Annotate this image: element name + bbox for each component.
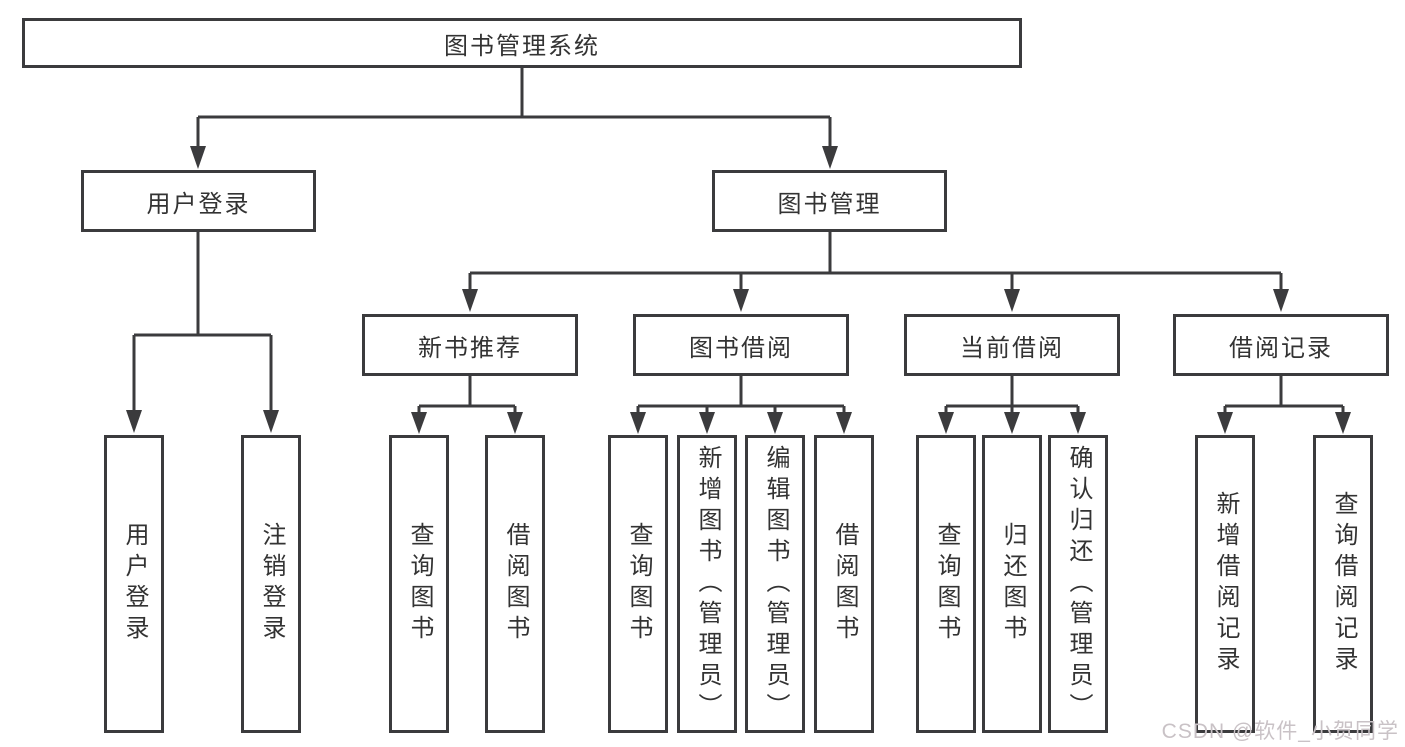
node-label: 查询图书 [933,522,960,646]
node-label: 新增借阅记录 [1212,491,1239,677]
leaf-query-borrow-record: 查询借阅记录 [1313,435,1373,733]
leaf-query-books-2: 查询图书 [608,435,668,733]
leaf-edit-book-admin: 编辑图书（管理员） [745,435,805,733]
leaf-borrow-books-1: 借阅图书 [485,435,545,733]
leaf-user-login: 用户登录 [104,435,164,733]
leaf-query-books-3: 查询图书 [916,435,976,733]
node-borrow-records: 借阅记录 [1173,314,1389,376]
node-label: 编辑图书（管理员） [762,444,789,724]
leaf-add-book-admin: 新增图书（管理员） [677,435,737,733]
node-label: 借阅图书 [831,522,858,646]
node-label: 新增图书（管理员） [694,444,721,724]
node-label: 归还图书 [999,522,1026,646]
leaf-confirm-return-admin: 确认归还（管理员） [1048,435,1108,733]
node-new-book-recommend: 新书推荐 [362,314,578,376]
node-book-borrow: 图书借阅 [633,314,849,376]
node-book-management-branch: 图书管理 [712,170,947,232]
node-label: 查询图书 [625,522,652,646]
leaf-logout: 注销登录 [241,435,301,733]
node-label: 查询图书 [406,522,433,646]
node-label: 注销登录 [258,522,285,646]
node-current-borrow: 当前借阅 [904,314,1120,376]
node-label: 查询借阅记录 [1330,491,1357,677]
leaf-borrow-books-2: 借阅图书 [814,435,874,733]
leaf-add-borrow-record: 新增借阅记录 [1195,435,1255,733]
node-user-login-branch: 用户登录 [81,170,316,232]
csdn-watermark: CSDN @软件_小贺同学 [1161,720,1399,743]
node-label: 借阅图书 [502,522,529,646]
leaf-return-book: 归还图书 [982,435,1042,733]
node-label: 确认归还（管理员） [1065,444,1092,724]
node-root-system: 图书管理系统 [22,18,1022,68]
leaf-query-books-1: 查询图书 [389,435,449,733]
node-label: 用户登录 [121,522,148,646]
arrowheads [126,146,1351,434]
